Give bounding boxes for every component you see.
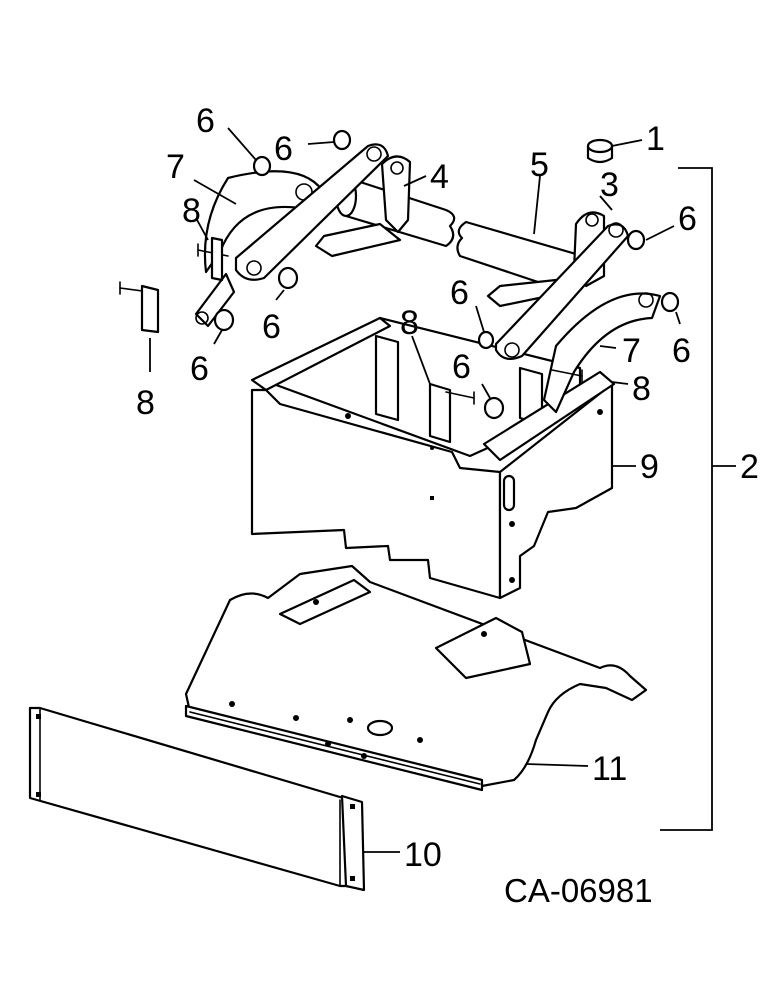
callout-6-f: 6: [452, 348, 471, 386]
bushing-6-e: [477, 330, 495, 350]
front-panel-part-10: [28, 706, 366, 892]
callout-5: 5: [530, 146, 549, 184]
callout-8-d: 8: [632, 370, 651, 408]
pins-part-8: [119, 236, 583, 405]
callout-6-b: 6: [274, 130, 293, 168]
callout-8-a: 8: [182, 192, 201, 230]
bushing-6-a: [252, 155, 272, 177]
callout-2: 2: [740, 448, 759, 486]
pin-8-a: [197, 236, 229, 282]
callout-6-c: 6: [262, 308, 281, 346]
assembly-bracket-part-2: [660, 167, 736, 831]
bushing-6-c: [277, 266, 299, 290]
right-arc-arm-part-7: [542, 292, 662, 414]
callout-7-b: 7: [622, 332, 641, 370]
pin-8-b: [119, 281, 160, 334]
callout-11: 11: [592, 750, 627, 788]
floor-plate-part-11: [184, 564, 648, 792]
callout-6-d: 6: [190, 350, 209, 388]
callout-3: 3: [600, 166, 619, 204]
drawing-code: CA-06981: [504, 872, 653, 909]
bushing-6-g: [626, 229, 646, 251]
callout-10: 10: [404, 836, 442, 874]
callout-4: 4: [430, 158, 449, 196]
callout-labels: 1 2 3 4 5 6 6 6 6 6 6 6 6 7 7 8 8 8 8 9 …: [136, 102, 759, 909]
leader-lines: [149, 127, 681, 853]
bushing-6-b: [332, 129, 352, 151]
left-link-arm: [194, 143, 390, 328]
right-link-arm: [494, 222, 630, 361]
callout-6-e: 6: [450, 274, 469, 312]
bushing-6-f: [483, 396, 505, 420]
callout-7-a: 7: [166, 148, 185, 186]
bushing-6-h: [660, 291, 680, 313]
pin-8-c: [445, 391, 475, 405]
callout-8-b: 8: [136, 384, 155, 422]
left-bracket-part-4: [314, 155, 412, 258]
pin-8-d: [551, 369, 583, 383]
bushings-part-6: [213, 129, 680, 420]
callout-1: 1: [646, 120, 665, 158]
callout-6-g: 6: [678, 200, 697, 238]
cap-part-1: [586, 138, 614, 164]
callout-6-h: 6: [672, 332, 691, 370]
callout-9: 9: [640, 448, 659, 486]
callout-6-a: 6: [196, 102, 215, 140]
callout-8-c: 8: [400, 304, 419, 342]
bushing-6-d: [213, 308, 235, 332]
